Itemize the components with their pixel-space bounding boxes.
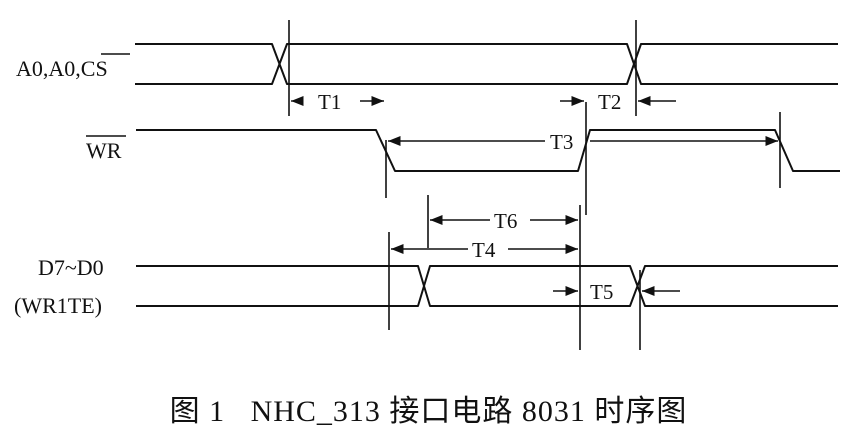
t2-interval: T2 (560, 90, 676, 114)
timing-guides (288, 20, 781, 350)
timing-diagram: A0,A0,CS WR D7~D0 (WR1TE) T1 T2 (14, 20, 840, 350)
t5-label: T5 (590, 280, 613, 304)
data-bus-waveform (136, 265, 838, 307)
addr-cs-waveform (135, 43, 838, 85)
data-bus-label: D7~D0 (38, 255, 104, 280)
t5-interval: T5 (553, 280, 680, 304)
t6-label: T6 (494, 209, 517, 233)
addr-cs-label: A0,A0,CS (16, 56, 108, 81)
addr-label-part: A0,A0, (16, 56, 81, 81)
t6-interval: T6 (430, 209, 578, 233)
t4-label: T4 (472, 238, 496, 262)
cs-label-part: CS (81, 56, 108, 81)
t2-label: T2 (598, 90, 621, 114)
t3-interval: T3 (388, 130, 778, 154)
t3-label: T3 (550, 130, 573, 154)
data-write-label: (WR1TE) (14, 293, 102, 318)
t1-label: T1 (318, 90, 341, 114)
wr-label: WR (86, 138, 122, 163)
wr-waveform (136, 129, 840, 172)
figure-caption: 图 1 NHC_313 接口电路 8031 时序图 (169, 395, 688, 428)
t4-interval: T4 (391, 238, 578, 262)
t1-interval: T1 (291, 90, 384, 114)
